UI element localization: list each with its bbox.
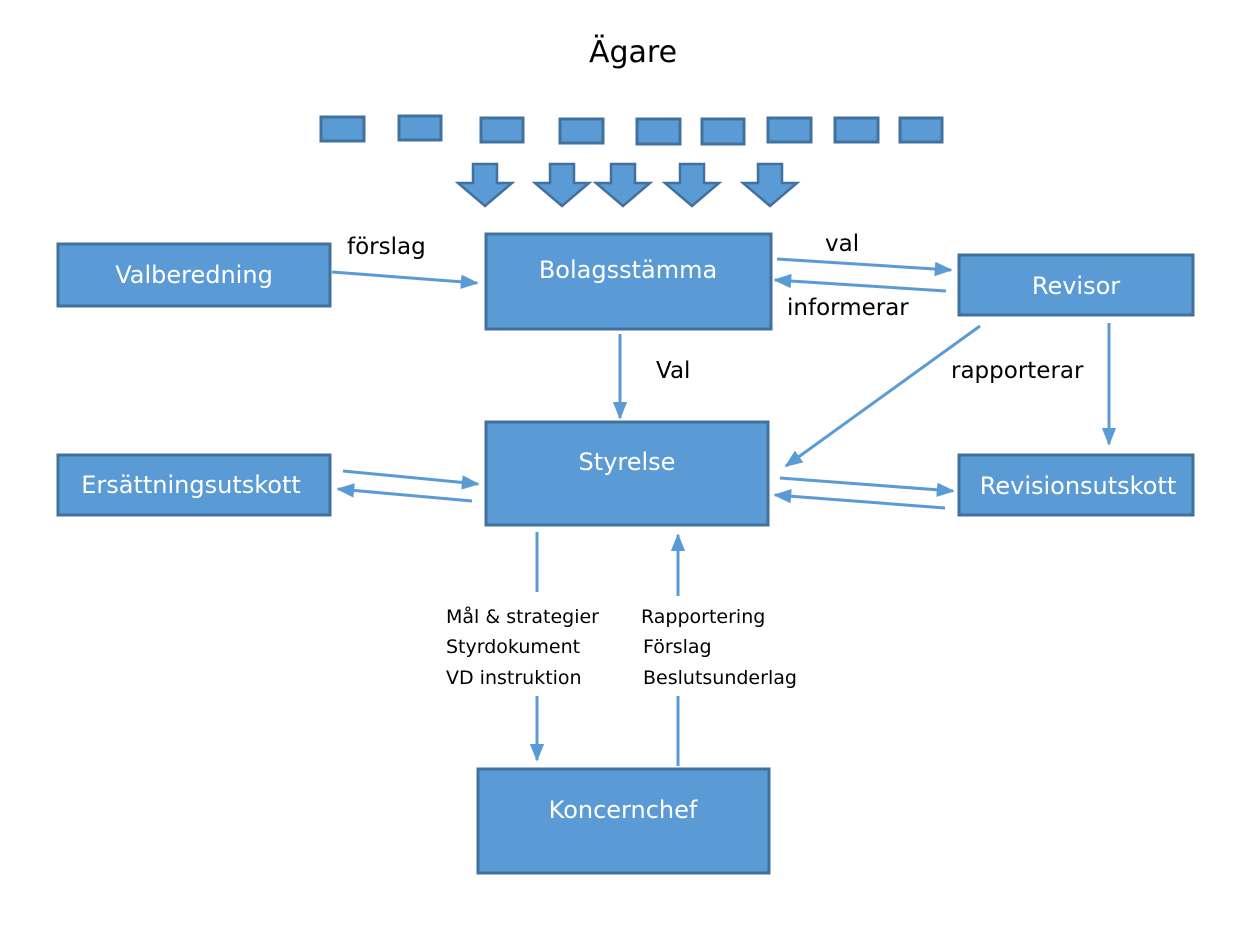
edge-label-informerar: informerar (787, 295, 909, 321)
arrow-revisor-to-styrelse (784, 324, 981, 468)
node-revisor: Revisor (957, 253, 1195, 317)
connectors (331, 257, 1117, 766)
arrow-styrelse-to-ersattningsutskott (336, 483, 473, 503)
koncernchef-label: Koncernchef (549, 796, 698, 824)
down-arrow-icon (592, 162, 654, 208)
owner-down-arrows (454, 162, 801, 208)
edge-label-forslag: förslag (347, 234, 426, 260)
valberedning-label: Valberedning (115, 261, 273, 289)
owner-block (766, 116, 813, 144)
down-arrow-icon (739, 162, 801, 208)
node-ersattningsutskott: Ersättningsutskott (56, 453, 332, 517)
edge-label-val-styrelse: Val (656, 358, 690, 384)
owners-title: Ägare (589, 34, 677, 70)
owner-block (479, 116, 525, 144)
ersattningsutskott-label: Ersättningsutskott (81, 471, 301, 499)
arrow-revisionsutskott-to-styrelse (773, 489, 946, 510)
down-arrow-icon (661, 162, 723, 208)
owner-block (319, 115, 366, 143)
owner-block (558, 117, 605, 145)
down-list-item: Styrdokument (446, 636, 580, 658)
down-arrow-icon (531, 162, 593, 208)
node-revisionsutskott: Revisionsutskott (957, 453, 1195, 517)
node-koncernchef: Koncernchef (476, 767, 771, 875)
node-styrelse: Styrelse (484, 420, 770, 527)
arrow-bolagsstamma-to-revisor (776, 257, 953, 277)
edge-label-val: val (825, 231, 859, 257)
bolagsstamma-label: Bolagsstämma (539, 256, 717, 284)
edge-label-rapporterar: rapporterar (951, 358, 1084, 384)
down-list: Mål & strategier Styrdokument VD instruk… (446, 605, 599, 689)
owner-block (898, 116, 944, 144)
node-valberedning: Valberedning (56, 242, 332, 308)
up-list-item: Rapportering (641, 606, 765, 628)
arrow-ersattningsutskott-to-styrelse (342, 469, 480, 490)
up-list: Rapportering Förslag Beslutsunderlag (641, 606, 797, 689)
owner-block (833, 116, 880, 144)
arrow-valberedning-to-bolagsstamma (331, 270, 479, 289)
revisor-label: Revisor (1032, 272, 1120, 300)
styrelse-label: Styrelse (579, 448, 676, 476)
node-bolagsstamma: Bolagsstämma (484, 232, 773, 331)
up-list-item: Beslutsunderlag (643, 667, 797, 689)
owner-blocks (319, 114, 944, 146)
down-arrow-icon (454, 162, 516, 208)
arrow-styrelse-to-revisionsutskott (779, 476, 955, 497)
down-list-item: VD instruktion (446, 667, 582, 689)
owner-block (635, 117, 682, 146)
owner-block (397, 114, 443, 142)
up-list-item: Förslag (643, 636, 712, 658)
owner-block (700, 117, 746, 146)
down-list-item: Mål & strategier (446, 605, 599, 628)
revisionsutskott-label: Revisionsutskott (980, 472, 1176, 500)
arrow-revisor-to-bolagsstamma (773, 273, 947, 293)
